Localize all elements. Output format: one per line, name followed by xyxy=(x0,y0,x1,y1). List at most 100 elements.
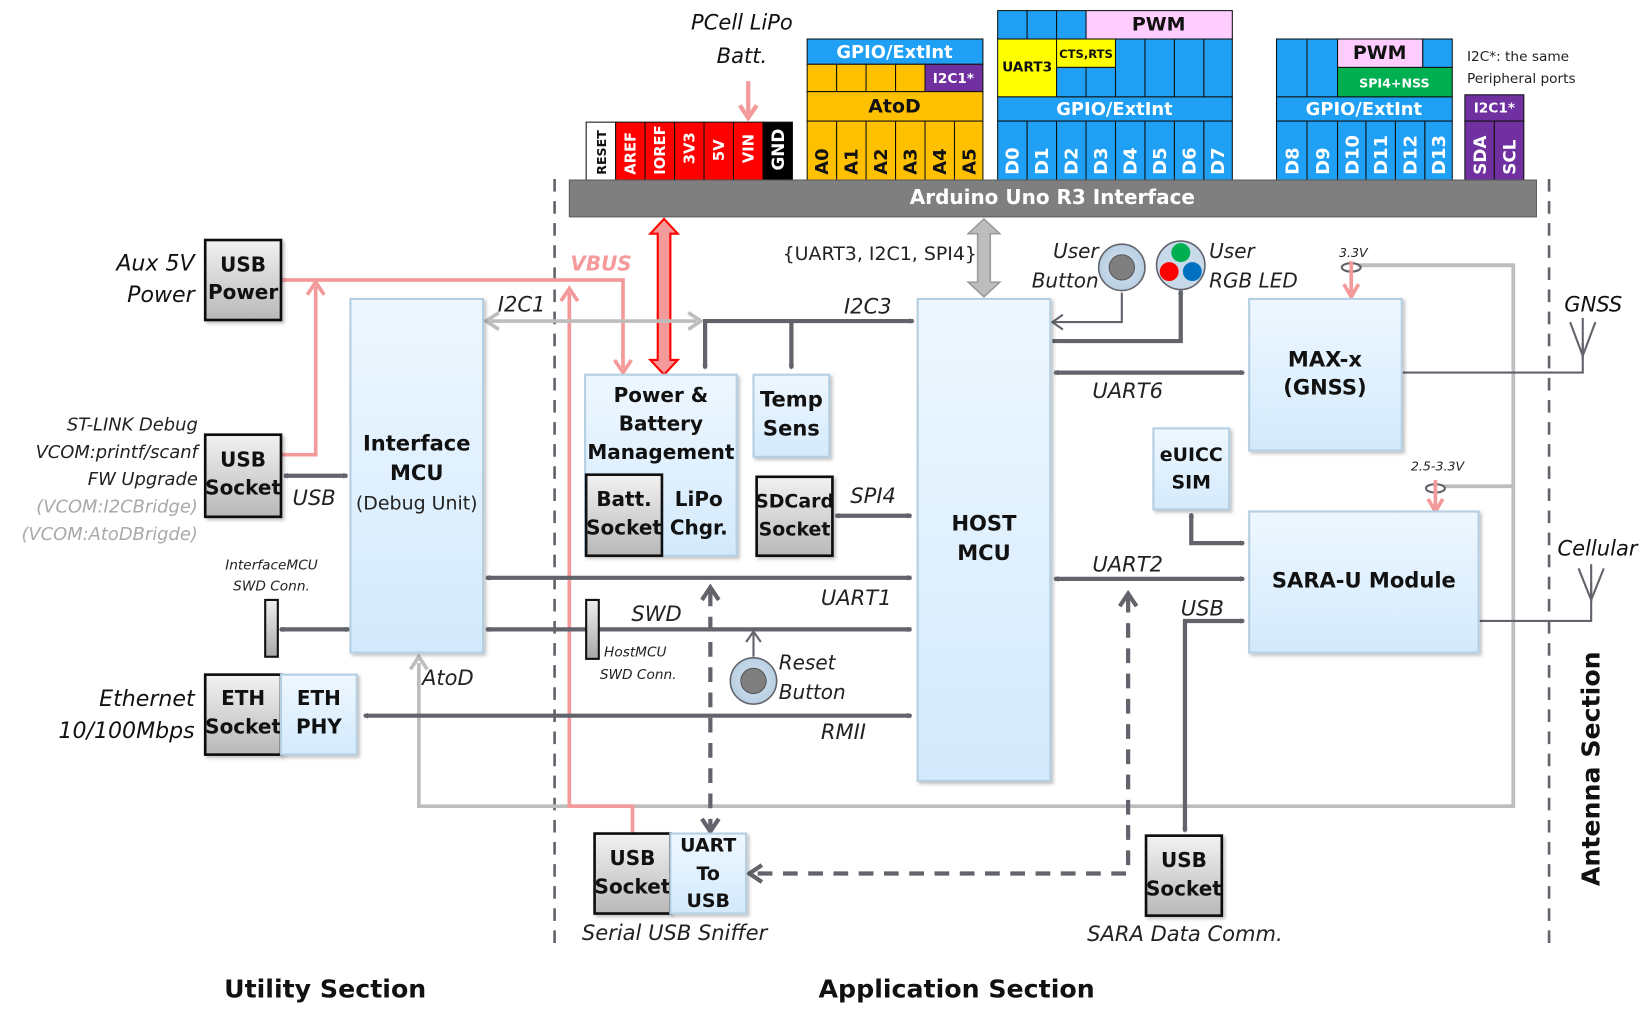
host-mcu-block xyxy=(916,297,1052,782)
pin-a4: A4 xyxy=(930,148,951,174)
user-led-label: User xyxy=(1209,239,1256,263)
eth-socket-block xyxy=(203,673,283,756)
lipo-chgr-label: LiPo xyxy=(675,487,723,511)
i2c-note: I2C*: the same xyxy=(1467,49,1569,65)
gnss-antenna-label: GNSS xyxy=(1564,292,1622,317)
pin-scl: SCL xyxy=(1499,139,1519,174)
iface-swd-label-2: SWD Conn. xyxy=(233,578,310,594)
host-swd-label-2: SWD Conn. xyxy=(600,667,677,683)
user-button-label-2: Button xyxy=(1032,268,1099,292)
pin-d6: D6 xyxy=(1179,147,1200,174)
temp-sens-label: Temp xyxy=(760,386,823,411)
stlink-labels: ST-LINK Debug VCOM:printf/scanf FW Upgra… xyxy=(21,414,200,544)
usb-socket-debug-label-2: Socket xyxy=(205,476,281,500)
pin-sda: SDA xyxy=(1470,136,1490,175)
pin-a0: A0 xyxy=(812,148,833,174)
sdcard-socket-label-2: Socket xyxy=(759,519,831,541)
i2c3-line xyxy=(705,321,913,368)
usb-socket-debug-label: USB xyxy=(220,447,266,471)
interface-mcu-label-3: (Debug Unit) xyxy=(356,492,478,514)
usb-socket-sara-block xyxy=(1144,834,1224,917)
sara-usb-label: USB xyxy=(1181,596,1224,621)
usb-socket-sniffer-label-2: Socket xyxy=(595,875,671,899)
sniffer-vbus-arrow xyxy=(559,285,580,303)
low-ctsrts-label: CTS,RTS xyxy=(1059,47,1113,61)
pin-a5: A5 xyxy=(960,148,981,174)
uart-to-usb-label-2: To xyxy=(697,863,720,885)
host-swd-label: HostMCU xyxy=(604,645,666,661)
battery-label-2: Batt. xyxy=(717,43,767,68)
vbus-label: VBUS xyxy=(570,252,631,276)
pin-d4: D4 xyxy=(1121,147,1142,174)
application-section-title: Application Section xyxy=(819,975,1095,1004)
atod-arrowhead xyxy=(408,653,429,671)
power-mgmt-label-2: Battery xyxy=(619,411,703,435)
uart1-tap-arrow-up xyxy=(700,583,721,602)
max-gnss-label-2: (GNSS) xyxy=(1283,375,1366,400)
low-uart3-label: UART3 xyxy=(1002,60,1052,76)
i2c3-label: I2C3 xyxy=(844,294,892,319)
aux-power-label: Aux 5V xyxy=(114,251,196,277)
power-pin-header: RESET AREF IOREF 3V3 5V VIN GND xyxy=(585,121,793,181)
swd-label: SWD xyxy=(631,601,681,626)
sara-data-label: SARA Data Comm. xyxy=(1087,921,1283,946)
host-swd-connector[interactable] xyxy=(585,598,600,660)
stlink-label-3: FW Upgrade xyxy=(88,469,198,490)
eth-phy-label: ETH xyxy=(297,686,341,710)
lipo-chgr-label-2: Chgr. xyxy=(670,516,728,540)
iface-swd-connector[interactable] xyxy=(264,598,279,658)
low-gpio-label: GPIO/ExtInt xyxy=(1056,99,1173,120)
ethernet-label-2: 10/100Mbps xyxy=(58,718,195,744)
stlink-label-5: (VCOM:AtoDBrigde) xyxy=(21,524,197,545)
stlink-vbus-line xyxy=(282,286,318,457)
user-button[interactable] xyxy=(1097,243,1146,292)
user-button-label: User xyxy=(1053,239,1100,263)
aux-power-label-2: Power xyxy=(127,282,196,308)
stlink-label-4: (VCOM:I2CBridge) xyxy=(36,497,198,518)
vbus-line xyxy=(282,278,625,369)
atod-label: AtoD xyxy=(420,665,474,690)
sniffer-vbus-line xyxy=(567,292,635,834)
usb-socket-sara-label-2: Socket xyxy=(1146,877,1222,901)
reset-button[interactable] xyxy=(729,657,778,705)
pin-d3: D3 xyxy=(1091,147,1112,174)
sniffer-label: Serial USB Sniffer xyxy=(582,920,769,945)
pin-d8: D8 xyxy=(1283,147,1304,174)
usb-socket-sara-label: USB xyxy=(1161,848,1207,872)
digital-low-pin-header: PWM UART3 CTS,RTS GPIO/ExtInt D0 D1 D2 D… xyxy=(997,10,1233,181)
analog-gpio-label: GPIO/ExtInt xyxy=(836,42,953,63)
supply-33-label: 3.3V xyxy=(1339,245,1369,260)
i2c-note-2: Peripheral ports xyxy=(1467,71,1576,87)
vbus-arrow-pm xyxy=(613,358,633,376)
low-pwm-label: PWM xyxy=(1132,14,1186,36)
usb-power-label-2: Power xyxy=(208,280,278,304)
i2c1-arrow-right xyxy=(687,311,705,331)
power-mgmt-label-3: Management xyxy=(587,440,735,464)
uart6-label: UART6 xyxy=(1092,378,1163,403)
high-gpio-label: GPIO/ExtInt xyxy=(1306,99,1423,120)
user-button-arrow xyxy=(1050,313,1064,331)
pin-d12: D12 xyxy=(1400,135,1421,175)
sara-module-label: SARA-U Module xyxy=(1272,567,1456,592)
pin-d2: D2 xyxy=(1062,147,1083,174)
pin-d10: D10 xyxy=(1343,135,1364,175)
user-led-line xyxy=(1052,291,1180,344)
utility-section-title: Utility Section xyxy=(224,975,426,1004)
pin-reset: RESET xyxy=(594,130,609,175)
sniffer-arrow-left xyxy=(745,863,764,884)
battery-arrowhead xyxy=(738,104,759,122)
user-led-label-2: RGB LED xyxy=(1209,268,1298,292)
high-pwm-label: PWM xyxy=(1353,42,1407,64)
uart1-label: UART1 xyxy=(821,585,892,610)
uart1-tap-arrow-down xyxy=(700,817,721,836)
supply-33-arrowhead xyxy=(1342,283,1361,301)
uart2-tap-arrow-up xyxy=(1117,589,1139,608)
euicc-sim-block xyxy=(1152,427,1231,511)
uart2-label: UART2 xyxy=(1092,552,1163,577)
supply-2533-label: 2.5-3.3V xyxy=(1411,458,1466,473)
usb-power-label: USB xyxy=(220,253,266,277)
gnss-antenna-line xyxy=(1401,343,1584,374)
iface-swd-label: InterfaceMCU xyxy=(225,557,318,573)
pin-d13: D13 xyxy=(1429,135,1450,175)
max-gnss-label: MAX-x xyxy=(1288,346,1362,371)
